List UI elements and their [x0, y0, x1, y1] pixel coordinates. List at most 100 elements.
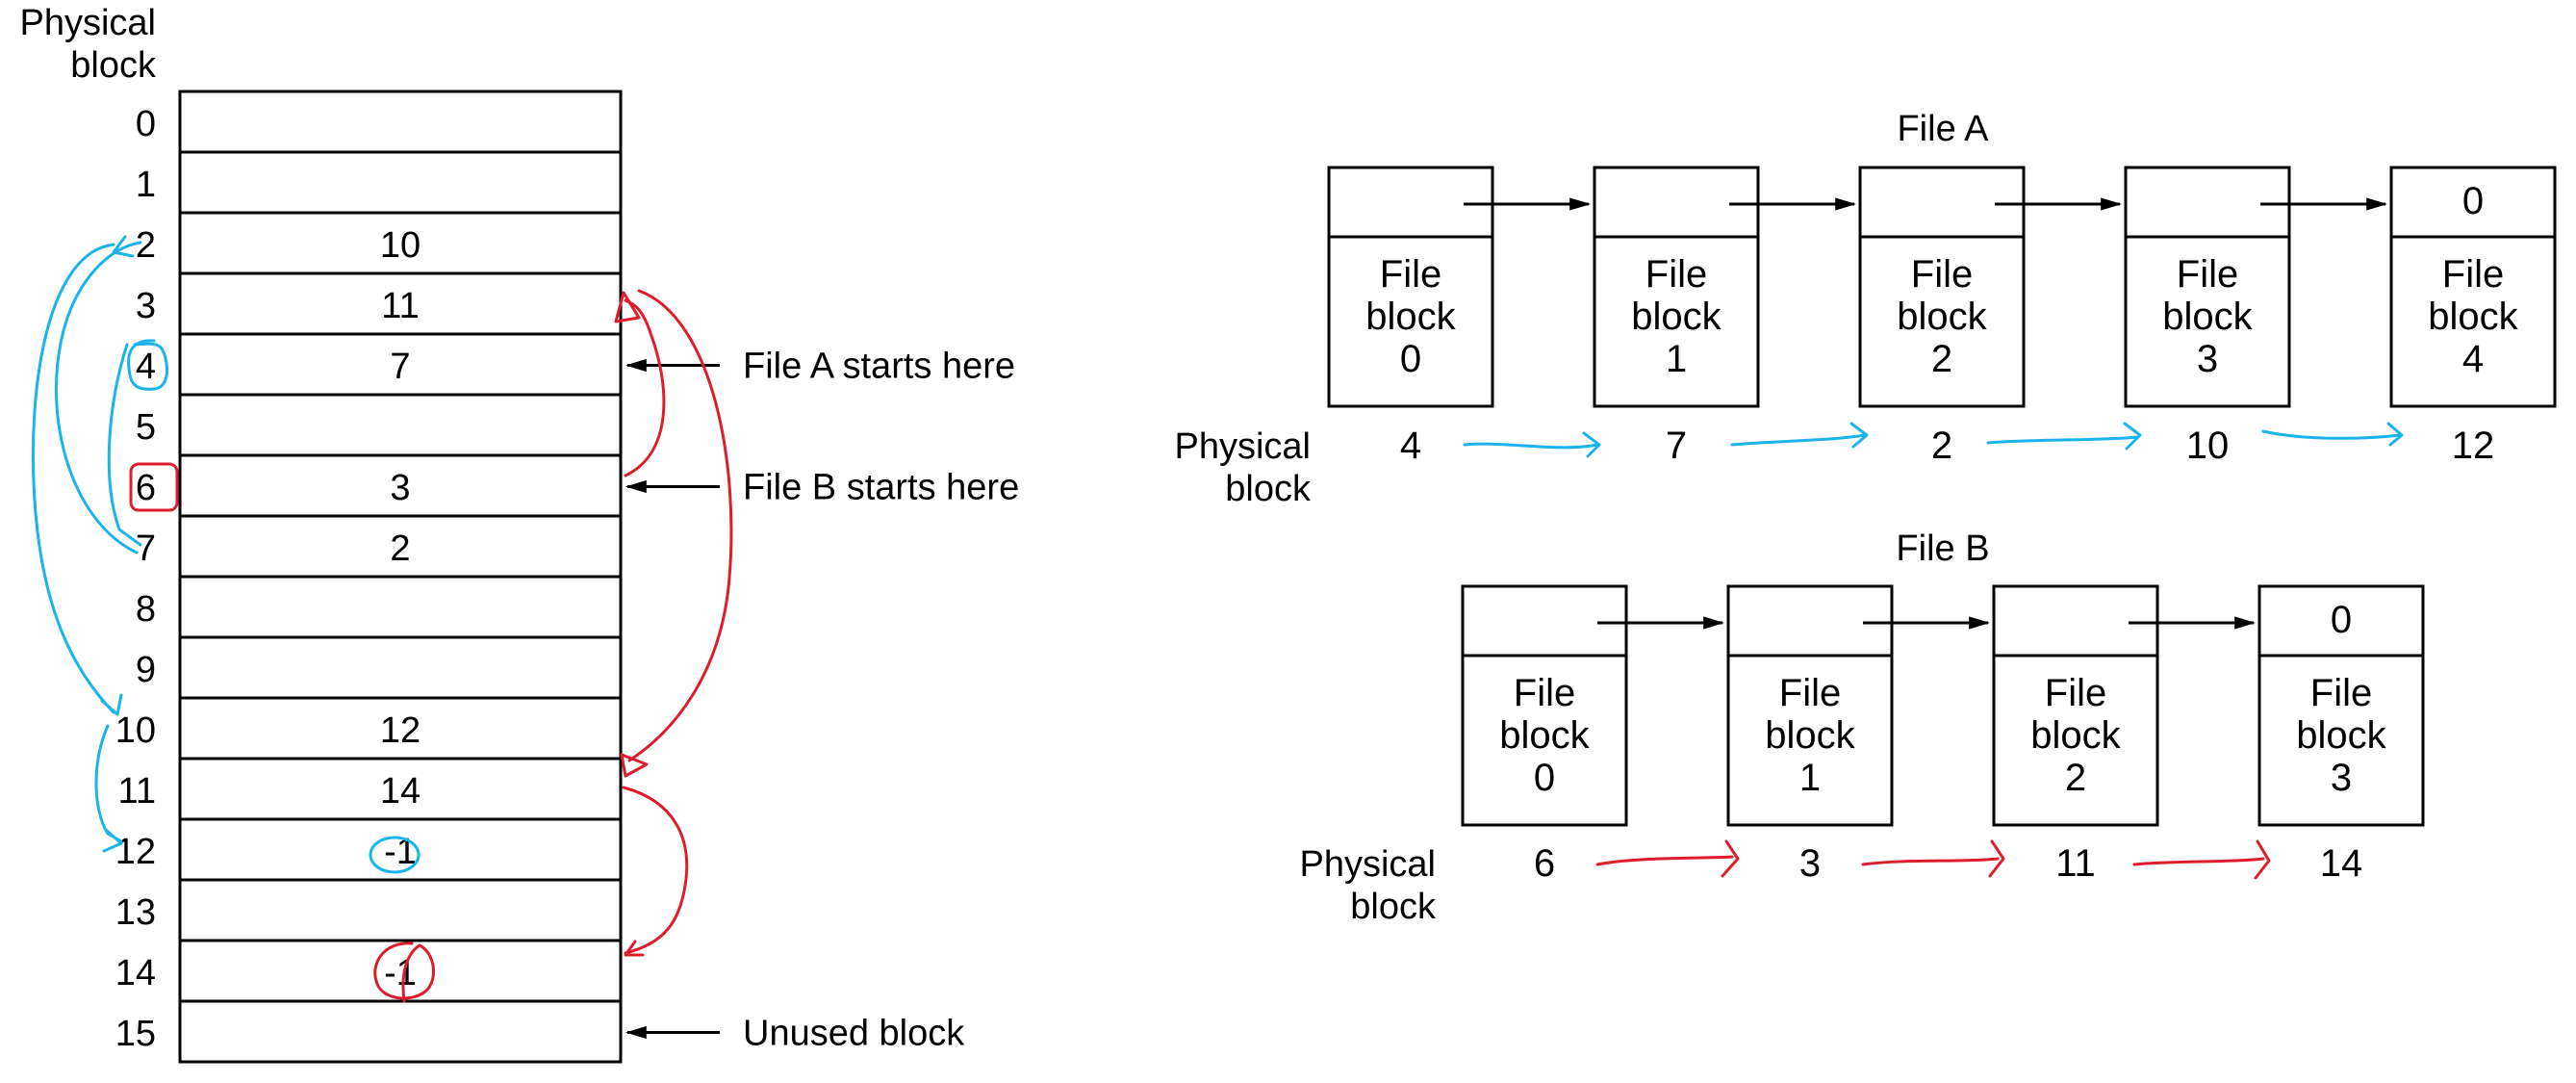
physical-block-label: Physical	[1175, 426, 1312, 467]
file-block-text: block	[1765, 714, 1855, 757]
pointer-cell	[1726, 584, 1894, 658]
table-cell	[178, 696, 623, 761]
row-index: 4	[136, 347, 156, 387]
file-block-number: 2	[1931, 338, 1952, 380]
blue-circle-row-4	[127, 339, 168, 391]
file-block-number: 0	[1400, 338, 1421, 380]
table-cell	[178, 999, 623, 1064]
chain-title: File B	[1896, 529, 1989, 569]
table-header-physical: Physical	[20, 3, 157, 43]
file-block-number: 4	[2462, 338, 2484, 380]
red-box-row-6	[129, 462, 179, 512]
file-block-text: block	[2296, 714, 2386, 757]
table-cell	[178, 575, 623, 639]
blue-link-a-2	[1730, 422, 1869, 449]
file-block-number: 1	[1799, 757, 1821, 799]
red-arc-3-to-11	[627, 289, 733, 762]
row-value: 2	[390, 529, 410, 569]
red-link-b-3	[2132, 839, 2271, 880]
row-index: 13	[115, 892, 156, 933]
chain-title: File A	[1897, 109, 1989, 149]
row-index: 1	[136, 165, 156, 205]
data-cell	[1726, 654, 1894, 827]
row-value: -1	[384, 953, 417, 993]
file-chains: File APhysicalblockFileblock04Fileblock1…	[1175, 109, 2557, 927]
red-handwritten-annotations	[129, 289, 2271, 1003]
file-block-text: File	[1514, 672, 1575, 714]
row-index: 15	[115, 1014, 156, 1054]
physical-block-number: 10	[2186, 425, 2230, 467]
physical-block-number: 3	[1799, 842, 1821, 885]
pointer-cell	[1327, 166, 1494, 239]
table-row: 0	[136, 90, 623, 154]
file-block-text: File	[1645, 253, 1707, 296]
file-block-text: File	[2442, 253, 2504, 296]
table-cell	[178, 150, 623, 215]
table-cell	[178, 878, 623, 942]
file-block-number: 3	[2331, 757, 2352, 799]
blue-link-a-4	[2261, 422, 2404, 447]
red-head-11	[620, 753, 649, 778]
file-block-text: block	[1897, 296, 1987, 338]
table-cell	[178, 453, 623, 518]
annotation-label: File A starts here	[743, 347, 1015, 387]
file-chain: File APhysicalblockFileblock04Fileblock1…	[1175, 109, 2557, 509]
table-row: 14-1	[115, 939, 623, 1003]
row-index: 7	[136, 529, 156, 569]
blue-hook-10	[100, 693, 123, 716]
file-block-text: File	[2177, 253, 2238, 296]
pointer-cell	[1461, 584, 1628, 658]
file-block-number: 1	[1666, 338, 1687, 380]
file-chain: File BPhysicalblockFileblock06Fileblock1…	[1300, 529, 2425, 927]
red-loop-minus-one	[373, 941, 436, 1003]
table-cell	[178, 635, 623, 700]
annotation-label: Unused block	[743, 1014, 965, 1054]
blue-handwritten-annotations	[31, 235, 2404, 874]
data-cell	[1327, 235, 1494, 408]
physical-block-label: Physical	[1300, 844, 1437, 885]
row-value: 7	[390, 347, 410, 387]
physical-block-label: block	[1350, 887, 1437, 927]
physical-block-number: 7	[1666, 425, 1687, 467]
pointer-cell	[2389, 166, 2557, 239]
blue-arc-7-to-2	[55, 241, 142, 554]
pointer-value: 0	[2462, 180, 2484, 222]
file-block-text: File	[2045, 672, 2106, 714]
row-index: 3	[136, 286, 156, 326]
data-cell	[1461, 654, 1628, 827]
file-block-text: block	[1499, 714, 1590, 757]
pointer-cell	[1593, 166, 1760, 239]
physical-block-number: 14	[2320, 842, 2363, 885]
file-block-text: File	[1779, 672, 1841, 714]
physical-block-number: 12	[2452, 425, 2495, 467]
data-cell	[2257, 654, 2425, 827]
pointer-cell	[1858, 166, 2026, 239]
table-cell	[178, 939, 623, 1003]
table-row: 15	[115, 999, 623, 1064]
file-block-text: File	[1380, 253, 1441, 296]
red-hook-14	[624, 940, 645, 957]
blue-hook-12	[102, 828, 123, 853]
row-index: 12	[115, 832, 156, 872]
blue-circle-minus-one	[369, 836, 421, 874]
blue-link-a-3	[1986, 422, 2142, 451]
data-cell	[1858, 235, 2026, 408]
annotation-label: File B starts here	[743, 468, 1019, 508]
pointer-cell	[2124, 166, 2291, 239]
table-cell	[178, 817, 623, 882]
file-block-text: File	[2310, 672, 2372, 714]
file-block-number: 2	[2065, 757, 2086, 799]
